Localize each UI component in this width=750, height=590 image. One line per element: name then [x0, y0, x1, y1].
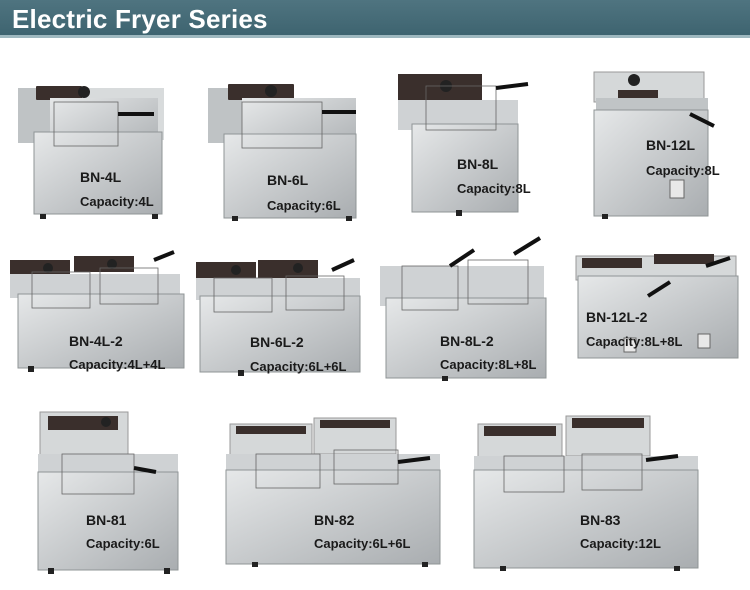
model-label: BN-81 — [86, 512, 127, 528]
page-header: Electric Fryer Series — [0, 0, 750, 38]
model-label: BN-12L-2 — [586, 309, 648, 325]
model-label: BN-6L-2 — [250, 334, 304, 350]
product-bn-8l-2: BN-8L-2 Capacity:8L+8L — [378, 236, 554, 382]
model-label: BN-82 — [314, 512, 355, 528]
page-title: Electric Fryer Series — [12, 4, 268, 34]
product-bn-12l-2: BN-12L-2 Capacity:8L+8L — [574, 246, 744, 364]
fryer-image — [10, 250, 185, 372]
capacity-label: Capacity:6L — [267, 198, 341, 213]
model-label: BN-8L-2 — [440, 333, 494, 349]
fryer-image — [593, 71, 715, 219]
fryer-image — [37, 411, 179, 574]
product-bn-8l: BN-8L Capacity:8L — [396, 72, 536, 218]
fryer-image — [398, 74, 529, 216]
capacity-label: Capacity:8L — [457, 181, 531, 196]
product-bn-82: BN-82 Capacity:6L+6L — [222, 414, 444, 568]
model-label: BN-4L-2 — [69, 333, 123, 349]
fryer-image — [208, 84, 357, 221]
fryer-image — [575, 254, 739, 359]
model-label: BN-83 — [580, 512, 621, 528]
product-bn-6l-2: BN-6L-2 Capacity:6L+6L — [192, 256, 368, 378]
model-label: BN-8L — [457, 156, 499, 172]
fryer-image — [225, 417, 441, 567]
product-bn-4l: BN-4L Capacity:4L — [14, 80, 174, 220]
capacity-label: Capacity:6L+6L — [250, 359, 347, 374]
model-label: BN-12L — [646, 137, 696, 153]
product-bn-83: BN-83 Capacity:12L — [470, 412, 702, 572]
capacity-label: Capacity:12L — [580, 536, 661, 551]
model-label: BN-4L — [80, 169, 122, 185]
product-bn-4l-2: BN-4L-2 Capacity:4L+4L — [8, 250, 188, 374]
capacity-label: Capacity:8L — [646, 163, 720, 178]
capacity-label: Capacity:8L+8L — [586, 334, 683, 349]
fryer-image — [473, 415, 699, 571]
capacity-label: Capacity:6L+6L — [314, 536, 411, 551]
product-bn-12l: BN-12L Capacity:8L — [590, 70, 720, 220]
fryer-image — [18, 86, 164, 219]
fryer-image — [196, 258, 361, 376]
product-bn-6l: BN-6L Capacity:6L — [206, 80, 366, 222]
capacity-label: Capacity:6L — [86, 536, 160, 551]
capacity-label: Capacity:8L+8L — [440, 357, 537, 372]
model-label: BN-6L — [267, 172, 309, 188]
fryer-image — [380, 236, 547, 381]
capacity-label: Capacity:4L+4L — [69, 357, 166, 372]
product-bn-81: BN-81 Capacity:6L — [36, 410, 184, 576]
capacity-label: Capacity:4L — [80, 194, 154, 209]
